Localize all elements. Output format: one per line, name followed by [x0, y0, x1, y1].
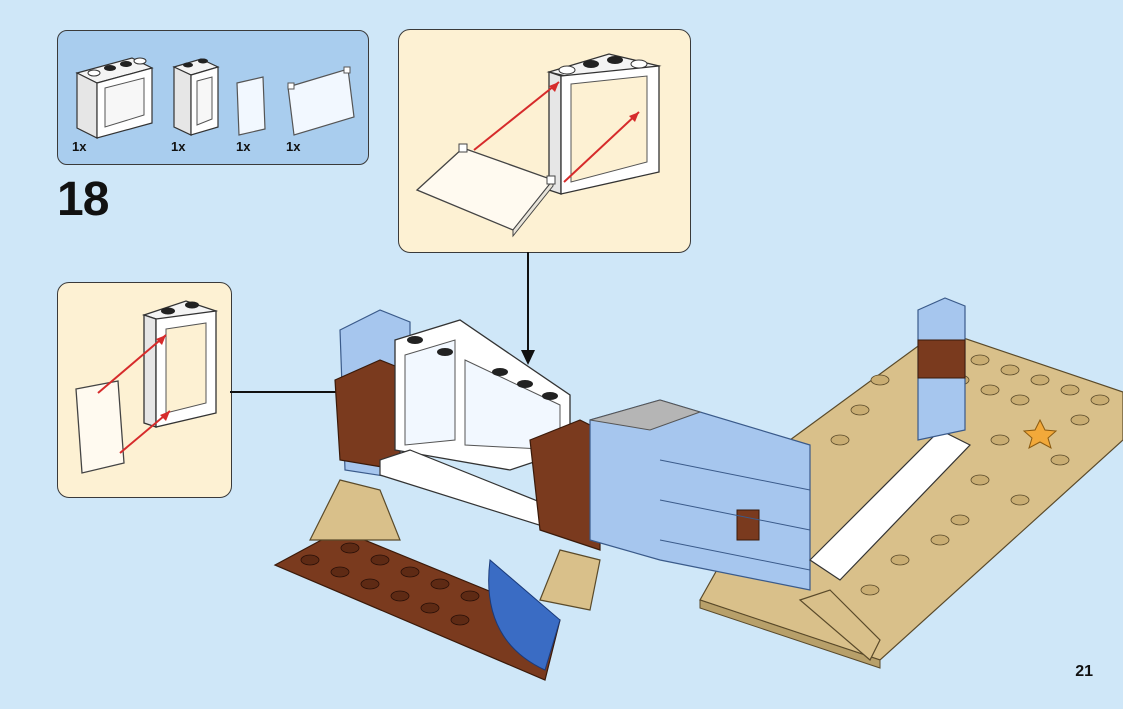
- window-glass-small-icon: [75, 380, 125, 474]
- part-qty-2: 1x: [171, 139, 186, 154]
- red-assembly-arrow-icon: [97, 334, 171, 454]
- window-glass-large-icon: [287, 66, 355, 136]
- part-qty-4: 1x: [286, 139, 301, 154]
- star-piece-icon: [1022, 418, 1058, 450]
- window-frame-small-icon: [141, 300, 219, 428]
- part-qty-1: 1x: [72, 139, 87, 154]
- parts-list-box: 1x 1x 1x 1x: [57, 30, 369, 165]
- step-number: 18: [57, 173, 109, 226]
- window-frame-small-icon: [172, 58, 220, 136]
- callout-large-window: [398, 29, 691, 253]
- window-frame-large-icon: [75, 57, 154, 139]
- red-assembly-arrow-icon: [473, 81, 640, 183]
- part-qty-3: 1x: [236, 139, 251, 154]
- window-glass-large-icon: [415, 143, 556, 238]
- page-number: 21: [1075, 663, 1093, 680]
- callout-small-window: [57, 282, 232, 498]
- window-glass-small-icon: [236, 76, 266, 136]
